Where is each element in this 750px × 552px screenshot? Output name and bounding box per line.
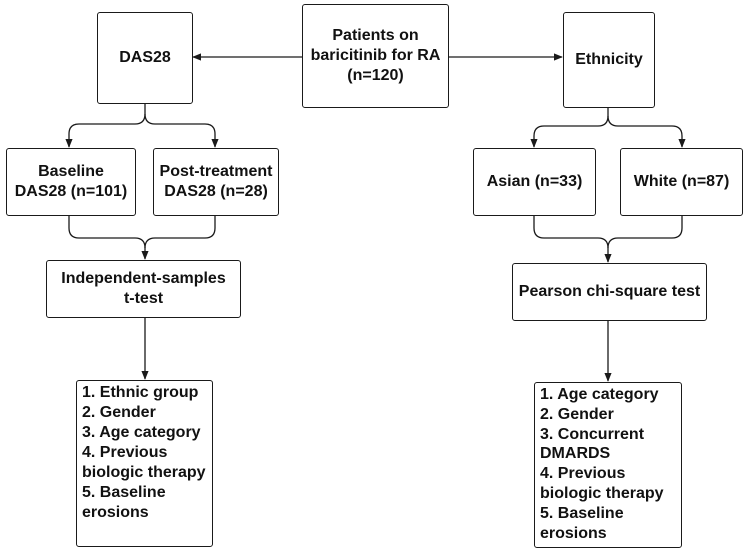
node-post-line-1: Post-treatment (159, 163, 273, 180)
node-variables-list-left: 1. Ethnic group 2. Gender 3. Age categor… (76, 380, 213, 547)
node-post-treatment-das28: Post-treatment DAS28 (n=28) (153, 148, 279, 216)
node-patients-total: Patients on baricitinib for RA (n=120) (302, 4, 449, 108)
node-post-line-2: DAS28 (n=28) (164, 183, 268, 200)
node-ethnicity-line-1: Ethnicity (575, 51, 643, 68)
connector-das28-split (68, 104, 146, 146)
list-right-item-2: 2. Gender (540, 405, 614, 423)
node-baseline-das28: Baseline DAS28 (n=101) (6, 148, 136, 216)
list-right-item-8: erosions (540, 524, 607, 542)
node-white: White (n=87) (620, 148, 743, 216)
list-right-item-7: 5. Baseline (540, 504, 624, 522)
list-right-item-1: 1. Age category (540, 386, 659, 403)
connector-merge-left (68, 216, 149, 260)
node-chisq-line-1: Pearson chi-square test (518, 283, 701, 300)
node-baseline-line-1: Baseline (38, 163, 104, 180)
list-left-item-2: 2. Gender (82, 404, 156, 421)
list-right-item-6: biologic therapy (540, 484, 664, 502)
node-das28: DAS28 (97, 12, 193, 104)
node-patients-line-2: baricitinib for RA (310, 47, 441, 64)
node-ttest-line-1: Independent-samples (61, 270, 226, 287)
node-white-line-1: White (n=87) (633, 173, 730, 190)
node-patients-line-1: Patients on (332, 27, 419, 44)
node-baseline-line-2: DAS28 (n=101) (14, 183, 128, 200)
connector-ethnicity-split (533, 108, 609, 146)
list-left-item-5: biologic therapy (82, 464, 206, 481)
node-independent-t-test: Independent-samples t-test (46, 260, 241, 318)
node-asian: Asian (n=33) (473, 148, 596, 216)
list-left-item-1: 1. Ethnic group (82, 384, 199, 401)
node-ttest-line-2: t-test (123, 290, 164, 307)
list-right-item-5: 4. Previous (540, 465, 626, 483)
list-right-item-4: DMARDS (540, 445, 611, 463)
connector-merge-white (607, 216, 683, 249)
list-left-item-3: 3. Age category (82, 424, 201, 441)
node-pearson-chi-square: Pearson chi-square test (512, 263, 707, 321)
connector-das28-split-right (144, 113, 216, 146)
node-ethnicity: Ethnicity (563, 12, 655, 108)
node-asian-line-1: Asian (n=33) (486, 173, 583, 190)
connector-merge-right (144, 216, 216, 249)
connector-ethnicity-split-right (607, 115, 683, 146)
list-left-item-4: 4. Previous (82, 444, 168, 461)
node-das28-line-1: DAS28 (119, 49, 171, 66)
list-left-item-6: 5. Baseline (82, 484, 166, 501)
connector-merge-asian (533, 216, 612, 263)
list-left-item-7: erosions (82, 504, 149, 521)
list-right-item-3: 3. Concurrent (540, 425, 645, 443)
node-variables-list-right: 1. Age category 2. Gender 3. Concurrent … (534, 382, 682, 548)
node-patients-line-3: (n=120) (347, 67, 404, 84)
